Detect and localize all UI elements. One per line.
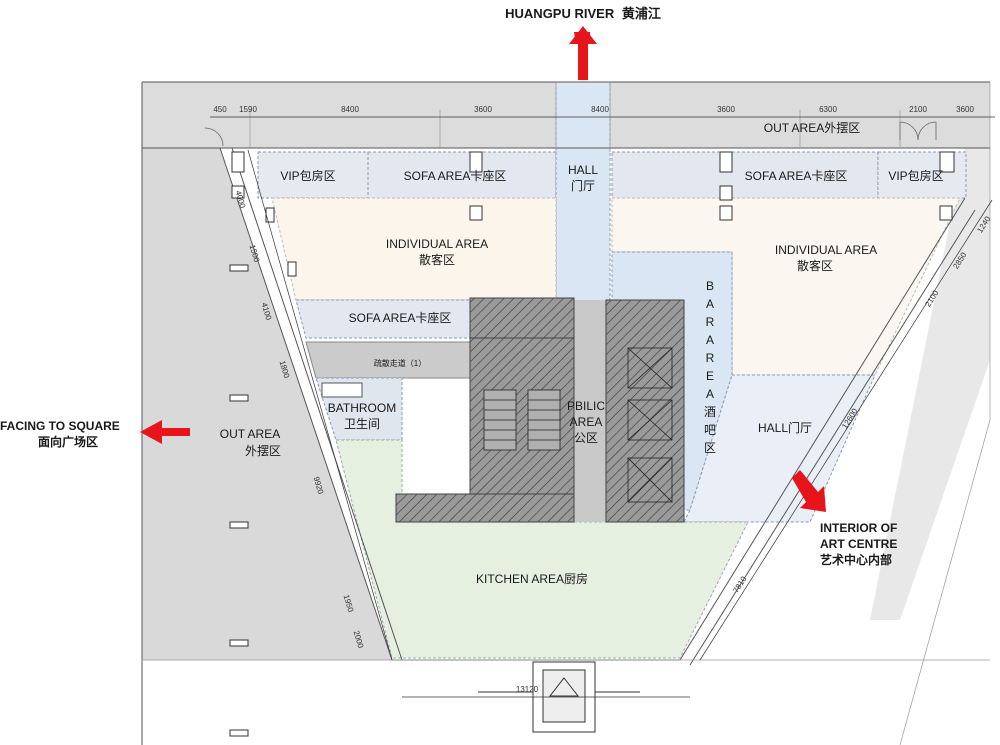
label-public-en-2: AREA	[570, 415, 603, 429]
direction-east: INTERIOR OF ART CENTRE 艺术中心内部	[792, 470, 897, 567]
label-hall-top-cn: 门厅	[571, 178, 595, 193]
label-north-cn: 黄浦江	[622, 6, 661, 21]
label-bathroom-en: BATHROOM	[328, 401, 396, 415]
direction-north: HUANGPU RIVER 黄浦江	[505, 6, 661, 80]
bar-char-0: B	[706, 279, 714, 293]
dim-top-4: 3600	[474, 105, 492, 114]
doors	[204, 121, 937, 147]
label-sofa-top-left: SOFA AREA卡座区	[404, 168, 507, 183]
columns	[231, 151, 955, 277]
dim-right-5: 7810	[731, 574, 748, 594]
label-individual-right-cn: 散客区	[797, 258, 833, 273]
out-area-tables	[229, 264, 249, 737]
label-individual-left-cn: 散客区	[419, 252, 455, 267]
direction-west: FACING TO SQUARE 面向广场区	[0, 419, 190, 449]
label-corridor: 疏散走道（1）	[374, 358, 426, 368]
bathroom-fixture	[321, 382, 363, 398]
label-public-cn: 公区	[574, 431, 598, 445]
hall-top-zone	[555, 81, 611, 303]
sofa-top-right-zone	[611, 151, 879, 199]
zone-labels: OUT AREA外摆区 VIP包房区 SOFA AREA卡座区 HALL 门厅 …	[220, 121, 944, 586]
dim-top-2: 1590	[239, 105, 257, 114]
label-north-en: HUANGPU RIVER	[505, 6, 615, 21]
dim-bottom: 13120	[516, 685, 539, 694]
label-sofa-top-right: SOFA AREA卡座区	[745, 168, 848, 183]
dimension-bottom: 13120	[402, 685, 690, 698]
bar-char-1: A	[706, 297, 714, 311]
label-west-en: FACING TO SQUARE	[0, 419, 120, 433]
label-vip-left: VIP包房区	[280, 168, 335, 183]
dim-top-8: 2100	[909, 105, 927, 114]
label-individual-right-en: INDIVIDUAL AREA	[775, 243, 877, 257]
bar-char-8: 吧	[704, 423, 716, 437]
label-bathroom-cn: 卫生间	[344, 417, 380, 431]
bar-char-4: R	[706, 351, 715, 365]
label-east-cn: 艺术中心内部	[820, 552, 892, 567]
bar-char-3: A	[706, 333, 714, 347]
vip-left-zone	[257, 151, 369, 199]
out-area-left-zone	[142, 148, 392, 660]
dim-top-1: 450	[213, 105, 227, 114]
dim-top-6: 3600	[717, 105, 735, 114]
structure-lines	[141, 81, 991, 745]
label-public-en-1: PBILIC	[567, 399, 605, 413]
elevator-detail	[627, 347, 673, 503]
label-north: HUANGPU RIVER 黄浦江	[505, 6, 661, 21]
label-hall-top-en: HALL	[568, 163, 598, 177]
label-east-2: ART CENTRE	[820, 537, 897, 551]
core-bottom-wing	[395, 493, 575, 523]
label-individual-left-en: INDIVIDUAL AREA	[386, 237, 488, 251]
label-out-area-top: OUT AREA外摆区	[764, 121, 860, 135]
bar-char-2: R	[706, 315, 715, 329]
core-top-left	[469, 297, 575, 339]
label-sofa-mid: SOFA AREA卡座区	[349, 310, 452, 325]
bar-char-6: A	[706, 387, 714, 401]
label-out-area-left-cn: 外摆区	[245, 444, 281, 458]
arrow-east-icon	[792, 470, 826, 512]
dim-top-3: 8400	[341, 105, 359, 114]
public-area-zone	[574, 300, 606, 522]
bar-char-5: E	[706, 369, 714, 383]
label-west-cn: 面向广场区	[38, 434, 98, 449]
stair-detail	[483, 389, 561, 451]
label-hall-right: HALL门厅	[758, 420, 812, 435]
bar-char-7: 酒	[704, 405, 716, 419]
sofa-top-left-zone	[367, 151, 557, 199]
out-area-right-edge	[870, 148, 990, 620]
bar-char-9: 区	[704, 441, 716, 455]
label-east-1: INTERIOR OF	[820, 521, 897, 535]
label-out-area-left-en: OUT AREA	[220, 427, 280, 441]
dimension-top: 450 1590 8400 3600 8400 3600 6300 2100 3…	[210, 105, 995, 118]
dim-top-9: 3600	[956, 105, 974, 114]
dim-top-7: 6300	[819, 105, 837, 114]
label-vip-right: VIP包房区	[888, 168, 943, 183]
label-bar-area: B A R A R E A 酒 吧 区	[704, 279, 716, 455]
arrow-west-icon	[140, 420, 190, 444]
dim-top-5: 8400	[591, 105, 609, 114]
label-kitchen: KITCHEN AREA厨房	[476, 571, 588, 586]
top-row-zones	[257, 151, 967, 199]
